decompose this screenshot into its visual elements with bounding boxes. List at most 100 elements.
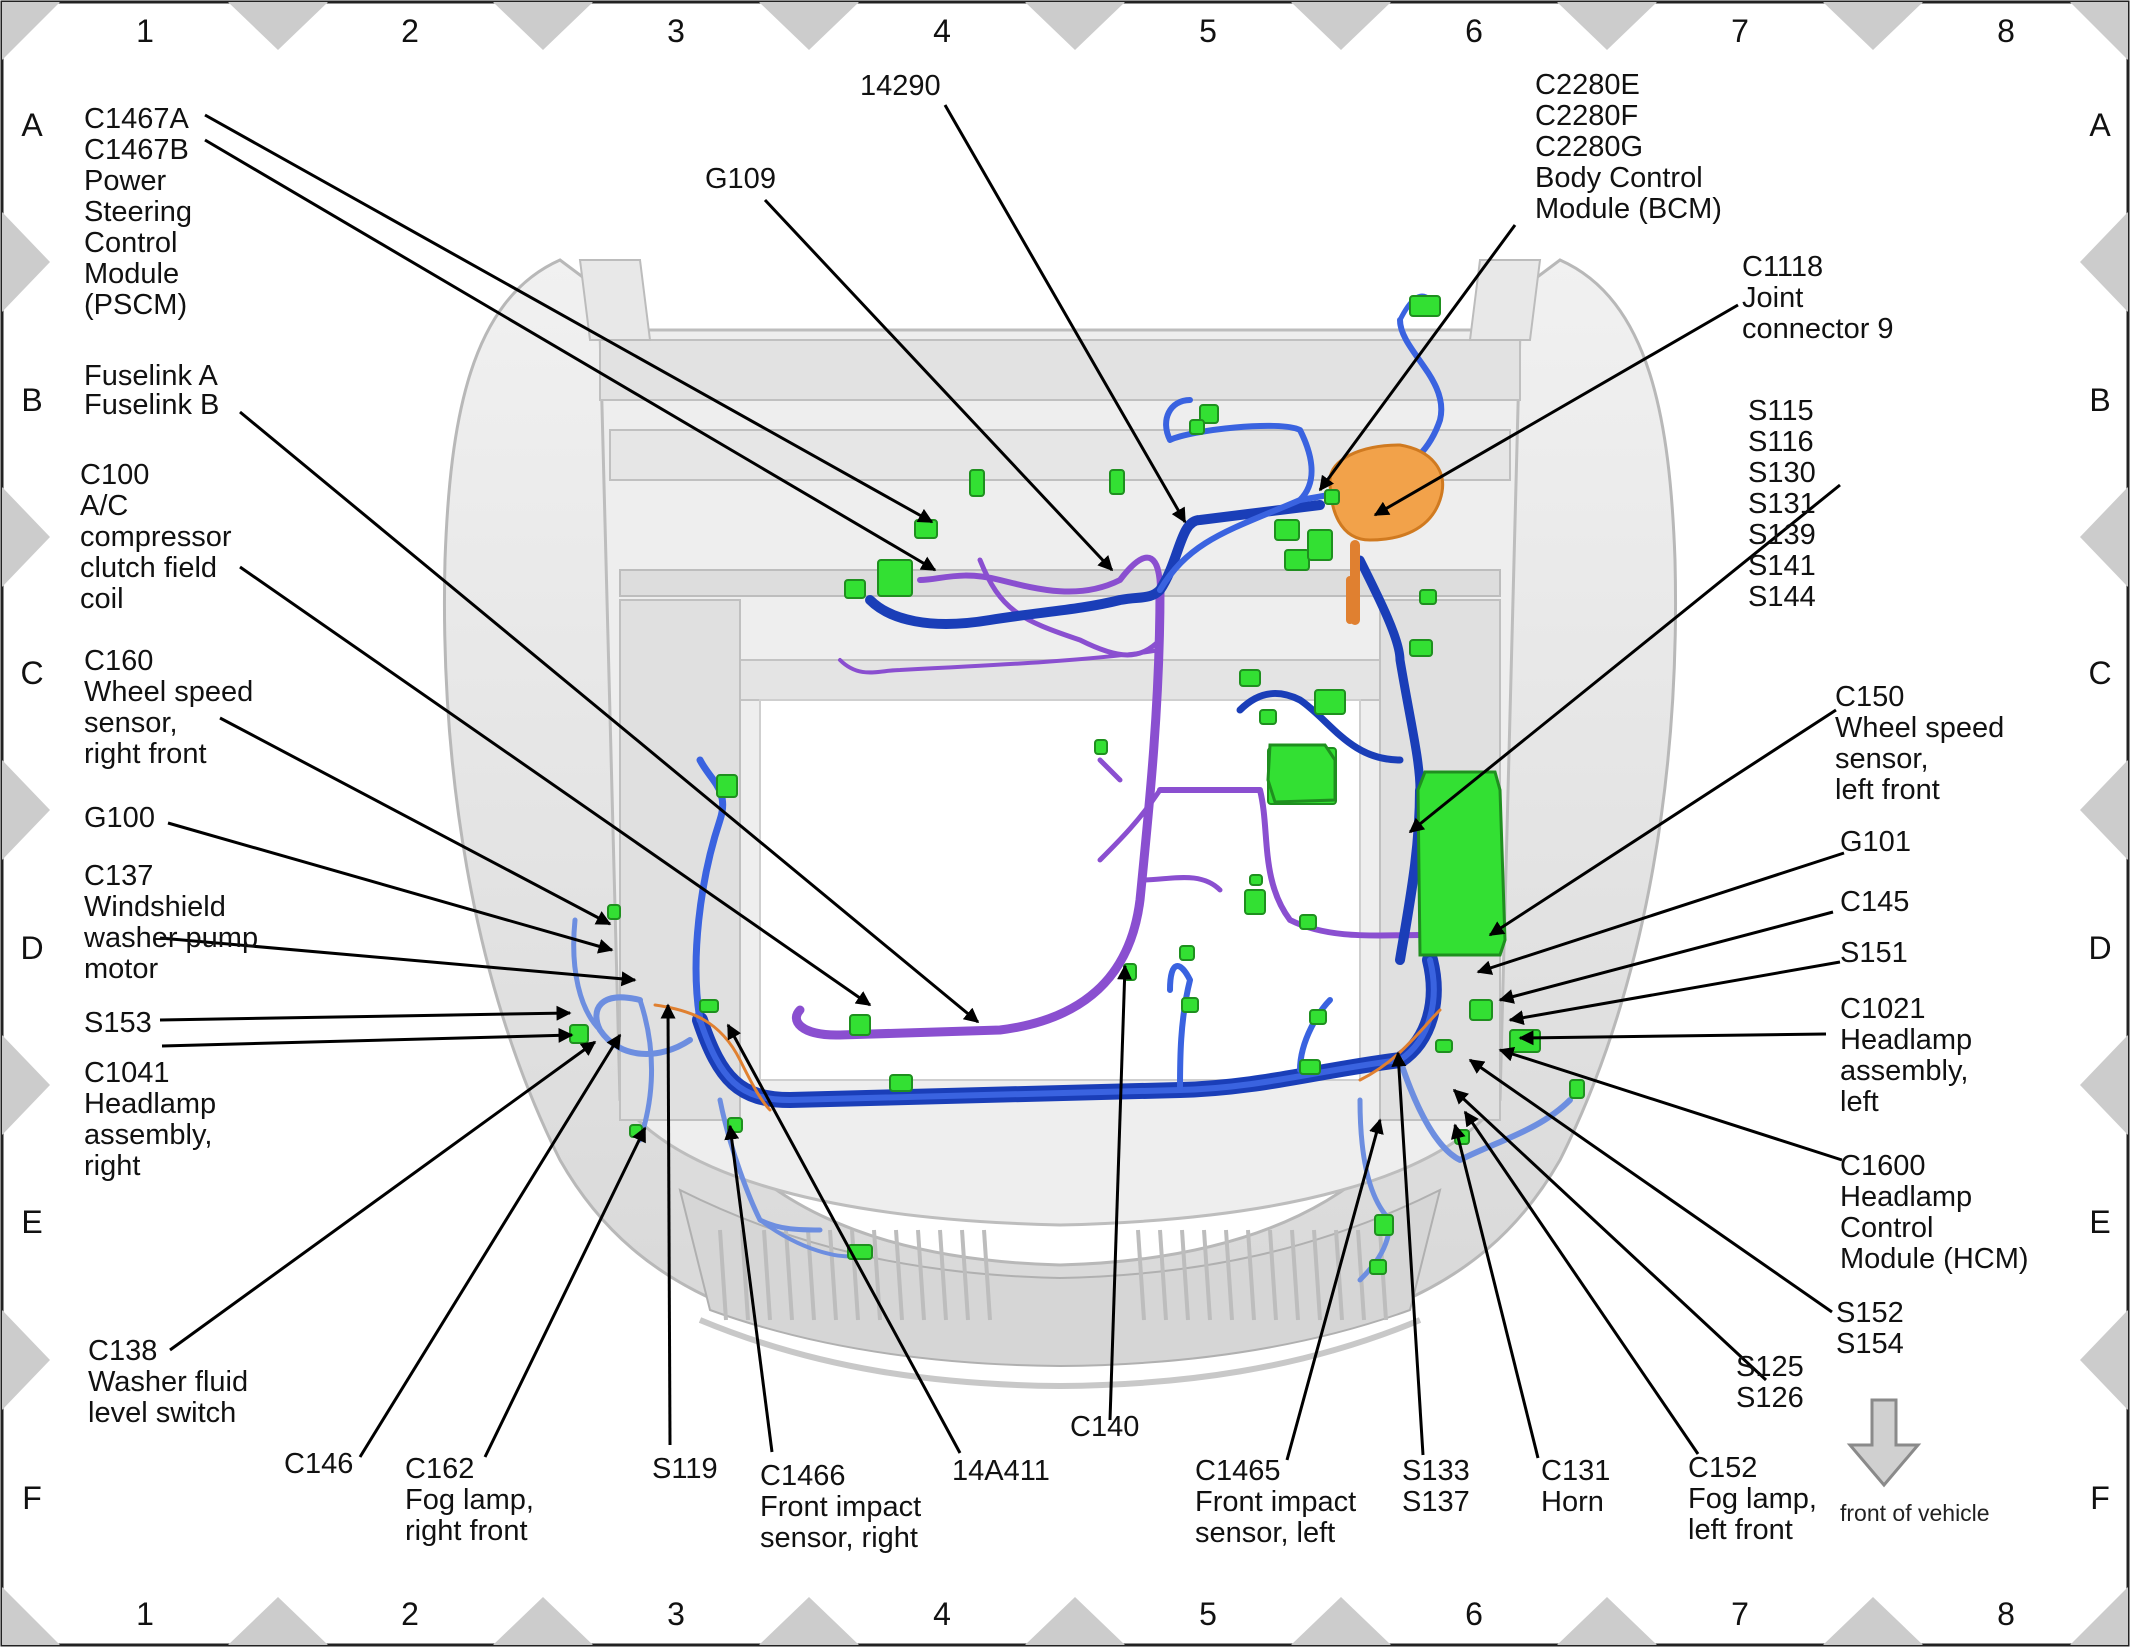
- label-line: C131: [1541, 1455, 1610, 1487]
- connector-block: [607, 904, 621, 920]
- grid-row-F-left: F: [22, 1480, 42, 1516]
- label-line: C1465: [1195, 1455, 1280, 1487]
- connector-block: [844, 579, 866, 599]
- label-line: assembly,: [1840, 1055, 1968, 1087]
- label-c146: C146: [284, 1448, 353, 1480]
- label-line: C152: [1688, 1452, 1757, 1484]
- connector-block: [569, 1024, 589, 1044]
- label-line: G109: [705, 163, 776, 195]
- label-line: sensor, right: [760, 1522, 918, 1554]
- label-line: assembly,: [84, 1119, 212, 1151]
- grid-column-5-bottom: 5: [1199, 1596, 1217, 1632]
- label-line: C162: [405, 1453, 474, 1485]
- leader-line: [204, 138, 937, 572]
- connector-block: [1509, 1029, 1541, 1053]
- leader-line: [169, 1040, 597, 1352]
- connector-block: [1109, 469, 1125, 495]
- leader-line: [1285, 1118, 1384, 1461]
- leader-line: [1318, 224, 1517, 492]
- label-line: C2280G: [1535, 131, 1643, 163]
- leader-line: [159, 1005, 572, 1022]
- connector-block: [1374, 1214, 1394, 1236]
- label-s119: S119: [652, 1453, 718, 1485]
- leader-line: [483, 1126, 647, 1458]
- label-p14a411: 14A411: [952, 1455, 1050, 1487]
- label-line: Headlamp: [84, 1088, 216, 1120]
- label-line: S131: [1748, 488, 1816, 520]
- label-p14290: 14290: [860, 70, 941, 102]
- label-line: C145: [1840, 886, 1909, 918]
- label-g109: G109: [705, 163, 776, 195]
- label-line: washer pump: [83, 922, 258, 954]
- label-line: Fog lamp,: [1688, 1483, 1817, 1515]
- connector-block: [1239, 669, 1261, 687]
- connector-block: [1094, 739, 1108, 755]
- leader-line: [1508, 960, 1841, 1026]
- down-arrow-icon: [1846, 1398, 1922, 1488]
- label-line: S130: [1748, 457, 1816, 489]
- label-line: clutch field: [80, 552, 217, 584]
- label-line: C1600: [1840, 1150, 1925, 1182]
- connector-block: [1469, 999, 1493, 1021]
- leader-line: [358, 1033, 622, 1458]
- label-line: right front: [84, 738, 207, 770]
- leader-line: [1391, 1051, 1425, 1456]
- label-line: Control: [84, 227, 178, 259]
- grid-row-D-right: D: [2088, 930, 2111, 966]
- label-s151: S151: [1840, 937, 1908, 969]
- leader-line: [763, 198, 1114, 572]
- grid-row-A-left: A: [21, 107, 43, 143]
- leader-line: [1108, 964, 1133, 1421]
- connector-block: [1409, 295, 1441, 317]
- label-line: left: [1840, 1086, 1879, 1118]
- leader-line: [943, 104, 1187, 524]
- label-line: Headlamp: [1840, 1181, 1972, 1213]
- label-line: S115: [1748, 395, 1814, 427]
- grid-column-6-top: 6: [1465, 13, 1483, 49]
- label-line: C1467A: [84, 103, 189, 135]
- leader-line: [159, 936, 637, 987]
- leader-line: [1498, 1046, 1843, 1162]
- label-line: C1118: [1742, 251, 1823, 283]
- leader-line: [1450, 1123, 1540, 1459]
- connector-block: [1274, 519, 1300, 541]
- grid-column-7-top: 7: [1731, 13, 1749, 49]
- leader-line: [1452, 1088, 1768, 1382]
- label-line: Module (HCM): [1840, 1243, 2029, 1275]
- leader-line: [239, 565, 872, 1007]
- grid-row-B-left: B: [21, 382, 42, 418]
- grid-row-E-left: E: [21, 1204, 42, 1240]
- label-line: S153: [84, 1007, 152, 1039]
- leader-line: [726, 1023, 962, 1454]
- grid-row-A-right: A: [2089, 107, 2111, 143]
- grid-row-F-right: F: [2090, 1480, 2110, 1516]
- label-line: C100: [80, 459, 149, 491]
- leader-line: [1468, 1058, 1833, 1314]
- label-line: Headlamp: [1840, 1024, 1972, 1056]
- label-s153: S153: [84, 1007, 152, 1039]
- grid-column-2-bottom: 2: [401, 1596, 419, 1632]
- label-line: 14290: [860, 70, 941, 102]
- grid-column-3-top: 3: [667, 13, 685, 49]
- label-line: right: [84, 1150, 140, 1182]
- label-line: S152: [1836, 1297, 1904, 1329]
- label-line: motor: [84, 953, 158, 985]
- connector-block: [1569, 1079, 1585, 1099]
- connector-block: [1419, 589, 1437, 605]
- connector-block: [1369, 1259, 1387, 1275]
- label-line: S144: [1748, 581, 1816, 613]
- grid-column-2-top: 2: [401, 13, 419, 49]
- label-line: Body Control: [1535, 162, 1703, 194]
- connector-block: [1199, 404, 1219, 424]
- label-line: Control: [1840, 1212, 1934, 1244]
- label-line: left front: [1688, 1514, 1793, 1546]
